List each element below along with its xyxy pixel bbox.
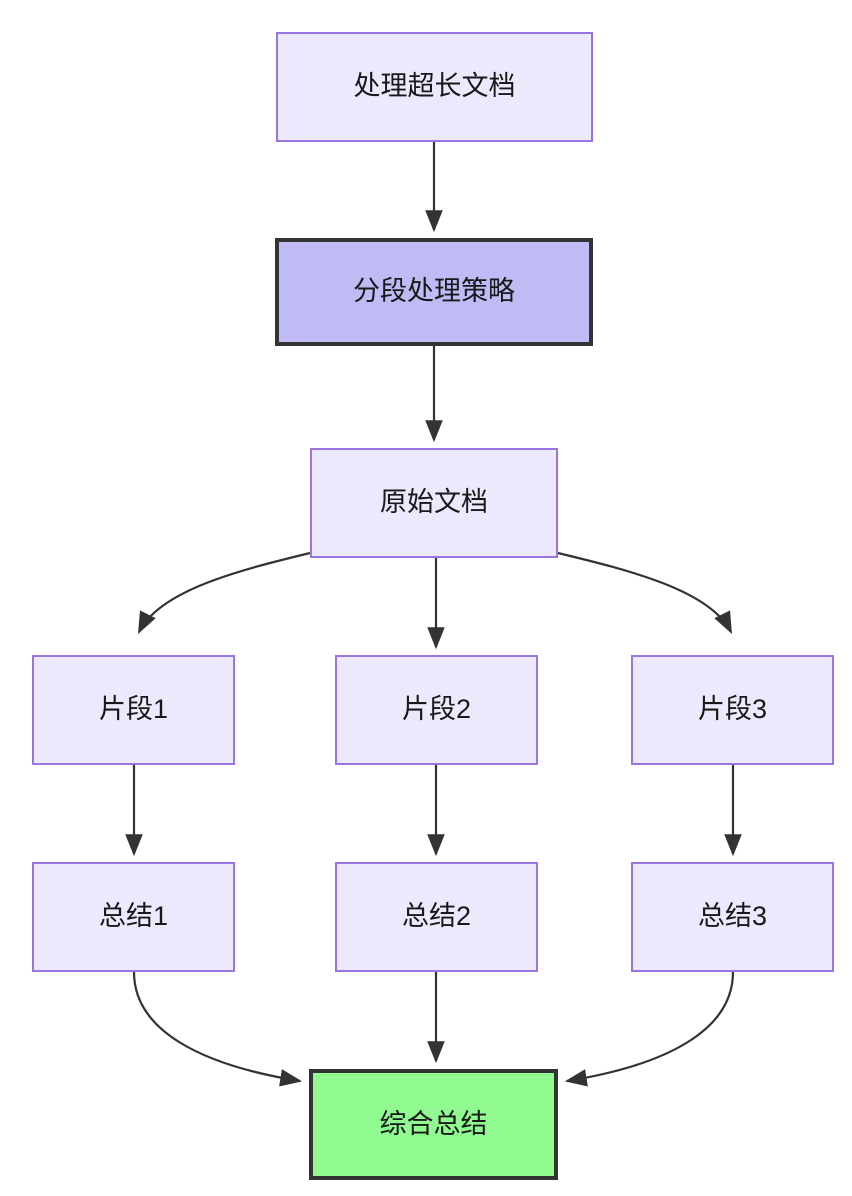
node-chunking-strategy[interactable]: 分段处理策略 <box>275 238 593 346</box>
node-label: 分段处理策略 <box>353 276 515 307</box>
node-label: 总结3 <box>697 901 768 932</box>
edge-summary3-to-final <box>564 971 735 1087</box>
node-label: 总结2 <box>401 901 472 932</box>
node-source-document[interactable]: 原始文档 <box>310 448 558 558</box>
node-final-summary[interactable]: 综合总结 <box>309 1069 558 1180</box>
node-summary-2[interactable]: 总结2 <box>335 862 538 972</box>
node-summary-3[interactable]: 总结3 <box>631 862 834 972</box>
node-process-long-document[interactable]: 处理超长文档 <box>276 32 593 142</box>
edge-source-to-chunk1 <box>138 551 311 634</box>
edge-source-to-chunk3 <box>557 551 732 634</box>
node-label: 处理超长文档 <box>353 71 516 102</box>
node-label: 片段2 <box>401 694 472 725</box>
edge-summary1-to-final <box>132 971 303 1087</box>
node-chunk-3[interactable]: 片段3 <box>631 655 834 765</box>
node-label: 原始文档 <box>380 487 488 518</box>
node-chunk-2[interactable]: 片段2 <box>335 655 538 765</box>
node-summary-1[interactable]: 总结1 <box>32 862 235 972</box>
node-label: 片段1 <box>98 694 169 725</box>
node-label: 片段3 <box>697 694 768 725</box>
node-label: 总结1 <box>98 901 169 932</box>
node-chunk-1[interactable]: 片段1 <box>32 655 235 765</box>
node-label: 综合总结 <box>379 1108 488 1139</box>
